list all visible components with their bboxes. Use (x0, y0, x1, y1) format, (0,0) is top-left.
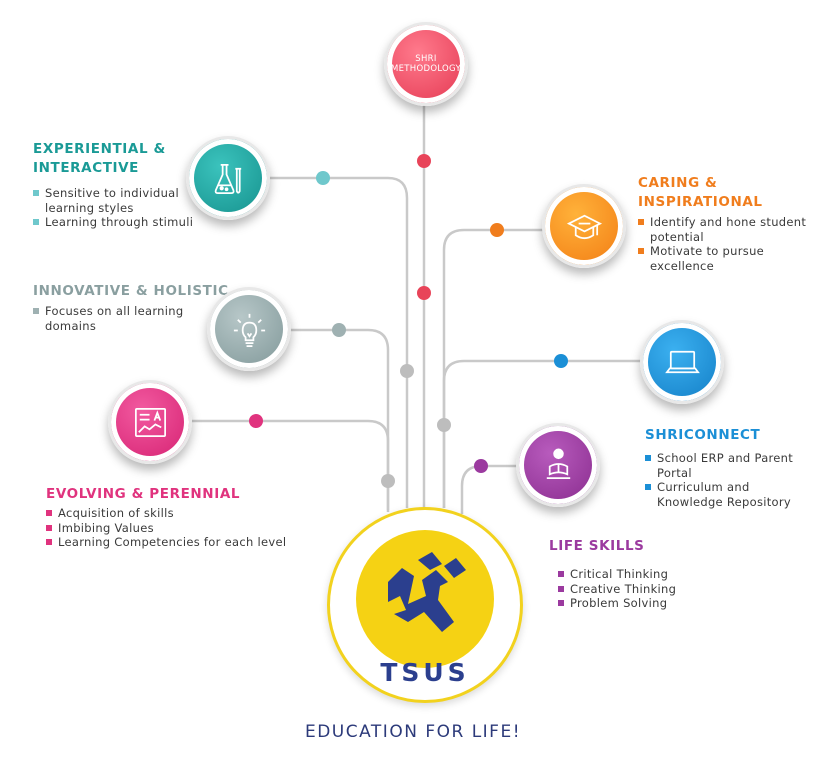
shriconnect-points: School ERP and Parent Portal Curriculum … (645, 451, 815, 509)
logo-mark-icon (388, 552, 466, 632)
list-item: Problem Solving (558, 596, 708, 611)
lifeskills-heading: LIFE SKILLS (549, 538, 645, 554)
evolving-node (108, 380, 192, 464)
list-item: Learning through stimuli (33, 215, 198, 230)
logo-disc (356, 530, 494, 668)
list-item: School ERP and Parent Portal (645, 451, 815, 480)
list-item: Critical Thinking (558, 567, 708, 582)
list-item: Creative Thinking (558, 582, 708, 597)
caring-points: Identify and hone student potential Moti… (638, 215, 818, 273)
caring-node (542, 184, 626, 268)
connector-dot (474, 459, 488, 473)
laptop-icon (664, 350, 700, 373)
innovative-node (207, 287, 291, 371)
connector-dot (417, 286, 431, 300)
connector-dot (316, 171, 330, 185)
shriconnect-heading: SHRICONNECT (645, 427, 761, 443)
logo-text: TSUS (380, 658, 470, 687)
experiential-points: Sensitive to individual learning styles … (33, 186, 198, 230)
experiential-node (186, 136, 270, 220)
lifeskills-node (516, 423, 600, 507)
connector-dot (400, 364, 414, 378)
lab-flask-icon (214, 163, 241, 194)
tagline: EDUCATION FOR LIFE! (304, 722, 522, 742)
list-item: Acquisition of skills (46, 506, 306, 521)
connector-dot (249, 414, 263, 428)
list-item: Identify and hone student potential (638, 215, 818, 244)
evolving-heading: EVOLVING & PERENNIAL (46, 486, 241, 502)
light-bulb-icon (233, 313, 265, 347)
connector-dot (437, 418, 451, 432)
innovative-heading: INNOVATIVE & HOLISTIC (33, 283, 229, 299)
graduation-cap-icon (566, 214, 602, 239)
connector-dot (417, 154, 431, 168)
list-item: Sensitive to individual learning styles (33, 186, 198, 215)
methodology-label: SHRI METHODOLOGY (391, 54, 461, 74)
connector-dot (381, 474, 395, 488)
list-item: Motivate to pursue excellence (638, 244, 818, 273)
shriconnect-node (640, 320, 724, 404)
list-item: Imbibing Values (46, 521, 306, 536)
list-item: Focuses on all learning domains (33, 304, 193, 333)
chart-board-icon (134, 407, 166, 437)
connector-dot (490, 223, 504, 237)
innovative-points: Focuses on all learning domains (33, 304, 193, 333)
caring-heading: CARING & INSPIRATIONAL (638, 175, 763, 210)
experiential-heading: EXPERIENTIAL & INTERACTIVE (33, 141, 166, 176)
lifeskills-points: Critical Thinking Creative Thinking Prob… (558, 567, 708, 611)
evolving-points: Acquisition of skills Imbibing Values Le… (46, 506, 306, 550)
connector-dot (554, 354, 568, 368)
tsus-logo: TSUS (327, 507, 523, 703)
list-item: Learning Competencies for each level (46, 535, 306, 550)
connector-dot (332, 323, 346, 337)
list-item: Curriculum and Knowledge Repository (645, 480, 815, 509)
methodology-node: SHRI METHODOLOGY (384, 22, 468, 106)
reading-person-icon (546, 448, 570, 479)
